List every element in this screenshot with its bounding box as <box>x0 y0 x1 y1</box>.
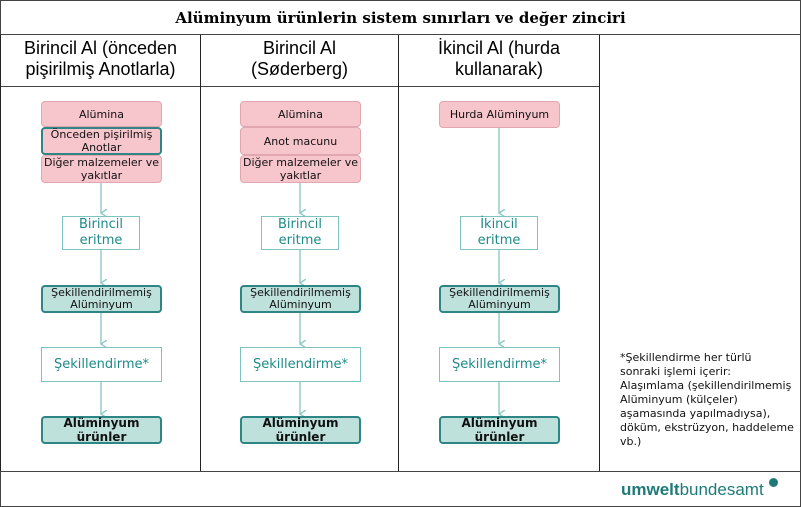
heading-line: pişirilmiş Anotlarla) <box>25 59 176 79</box>
heading-line: İkincil Al (hurda <box>437 38 561 58</box>
input-box-alumina: Alümina <box>41 101 162 127</box>
process-box-secondary-melting: İkincil eritme <box>460 216 538 250</box>
heading-line: (Søderberg) <box>250 59 349 79</box>
logo-part-umwelt: umwelt <box>621 480 680 499</box>
process-box-primary-melting: Birincil eritme <box>62 216 140 250</box>
heading-line: kullanarak) <box>454 59 544 79</box>
heading-line: Birincil Al (önceden <box>23 38 178 58</box>
diagram-title: Alüminyum ürünlerin sistem sınırları ve … <box>175 9 626 27</box>
process-box-shaping: Şekillendirme* <box>41 347 162 382</box>
column-separator-left <box>0 35 1 471</box>
footnote-shaping: *Şekillendirme her türlü sonraki işlemi … <box>620 351 794 448</box>
logo-part-bundesamt: bundesamt <box>679 480 764 499</box>
product-box-unshaped-aluminium: Şekillendirilmemiş Alüminyum <box>439 285 560 313</box>
column-heading-secondary: İkincil Al (hurda kullanarak) <box>399 38 599 84</box>
title-divider <box>0 34 801 35</box>
column-heading-primary-soderberg: Birincil Al (Søderberg) <box>201 38 398 84</box>
input-box-scrap-aluminium: Hurda Alüminyum <box>439 101 560 128</box>
product-box-unshaped-aluminium: Şekillendirilmemiş Alüminyum <box>240 285 361 313</box>
product-box-aluminium-products: Alüminyum ürünler <box>41 416 162 444</box>
input-box-alumina: Alümina <box>240 101 361 127</box>
footer-divider <box>0 471 801 472</box>
column-heading-primary-prebaked: Birincil Al (önceden pişirilmiş Anotlarl… <box>2 38 199 84</box>
product-box-aluminium-products: Alüminyum ürünler <box>240 416 361 444</box>
input-box-prebaked-anodes: Önceden pişirilmiş Anotlar <box>41 127 162 155</box>
column-separator-2 <box>398 35 399 471</box>
input-box-anode-paste: Anot macunu <box>240 127 361 155</box>
heading-line: Birincil Al <box>262 38 337 58</box>
process-box-shaping: Şekillendirme* <box>439 347 560 382</box>
logo-mark-icon <box>769 478 778 487</box>
column-separator-3 <box>599 35 600 471</box>
heading-divider <box>0 86 600 87</box>
process-box-primary-melting: Birincil eritme <box>261 216 339 250</box>
process-box-shaping: Şekillendirme* <box>240 347 361 382</box>
product-box-unshaped-aluminium: Şekillendirilmemiş Alüminyum <box>41 285 162 313</box>
umweltbundesamt-logo: umweltbundesamt <box>621 480 764 500</box>
product-box-aluminium-products: Alüminyum ürünler <box>439 416 560 444</box>
input-box-other-materials: Diğer malzemeler ve yakıtlar <box>41 155 162 183</box>
column-separator-1 <box>200 35 201 471</box>
input-box-other-materials: Diğer malzemeler ve yakıtlar <box>240 155 361 183</box>
